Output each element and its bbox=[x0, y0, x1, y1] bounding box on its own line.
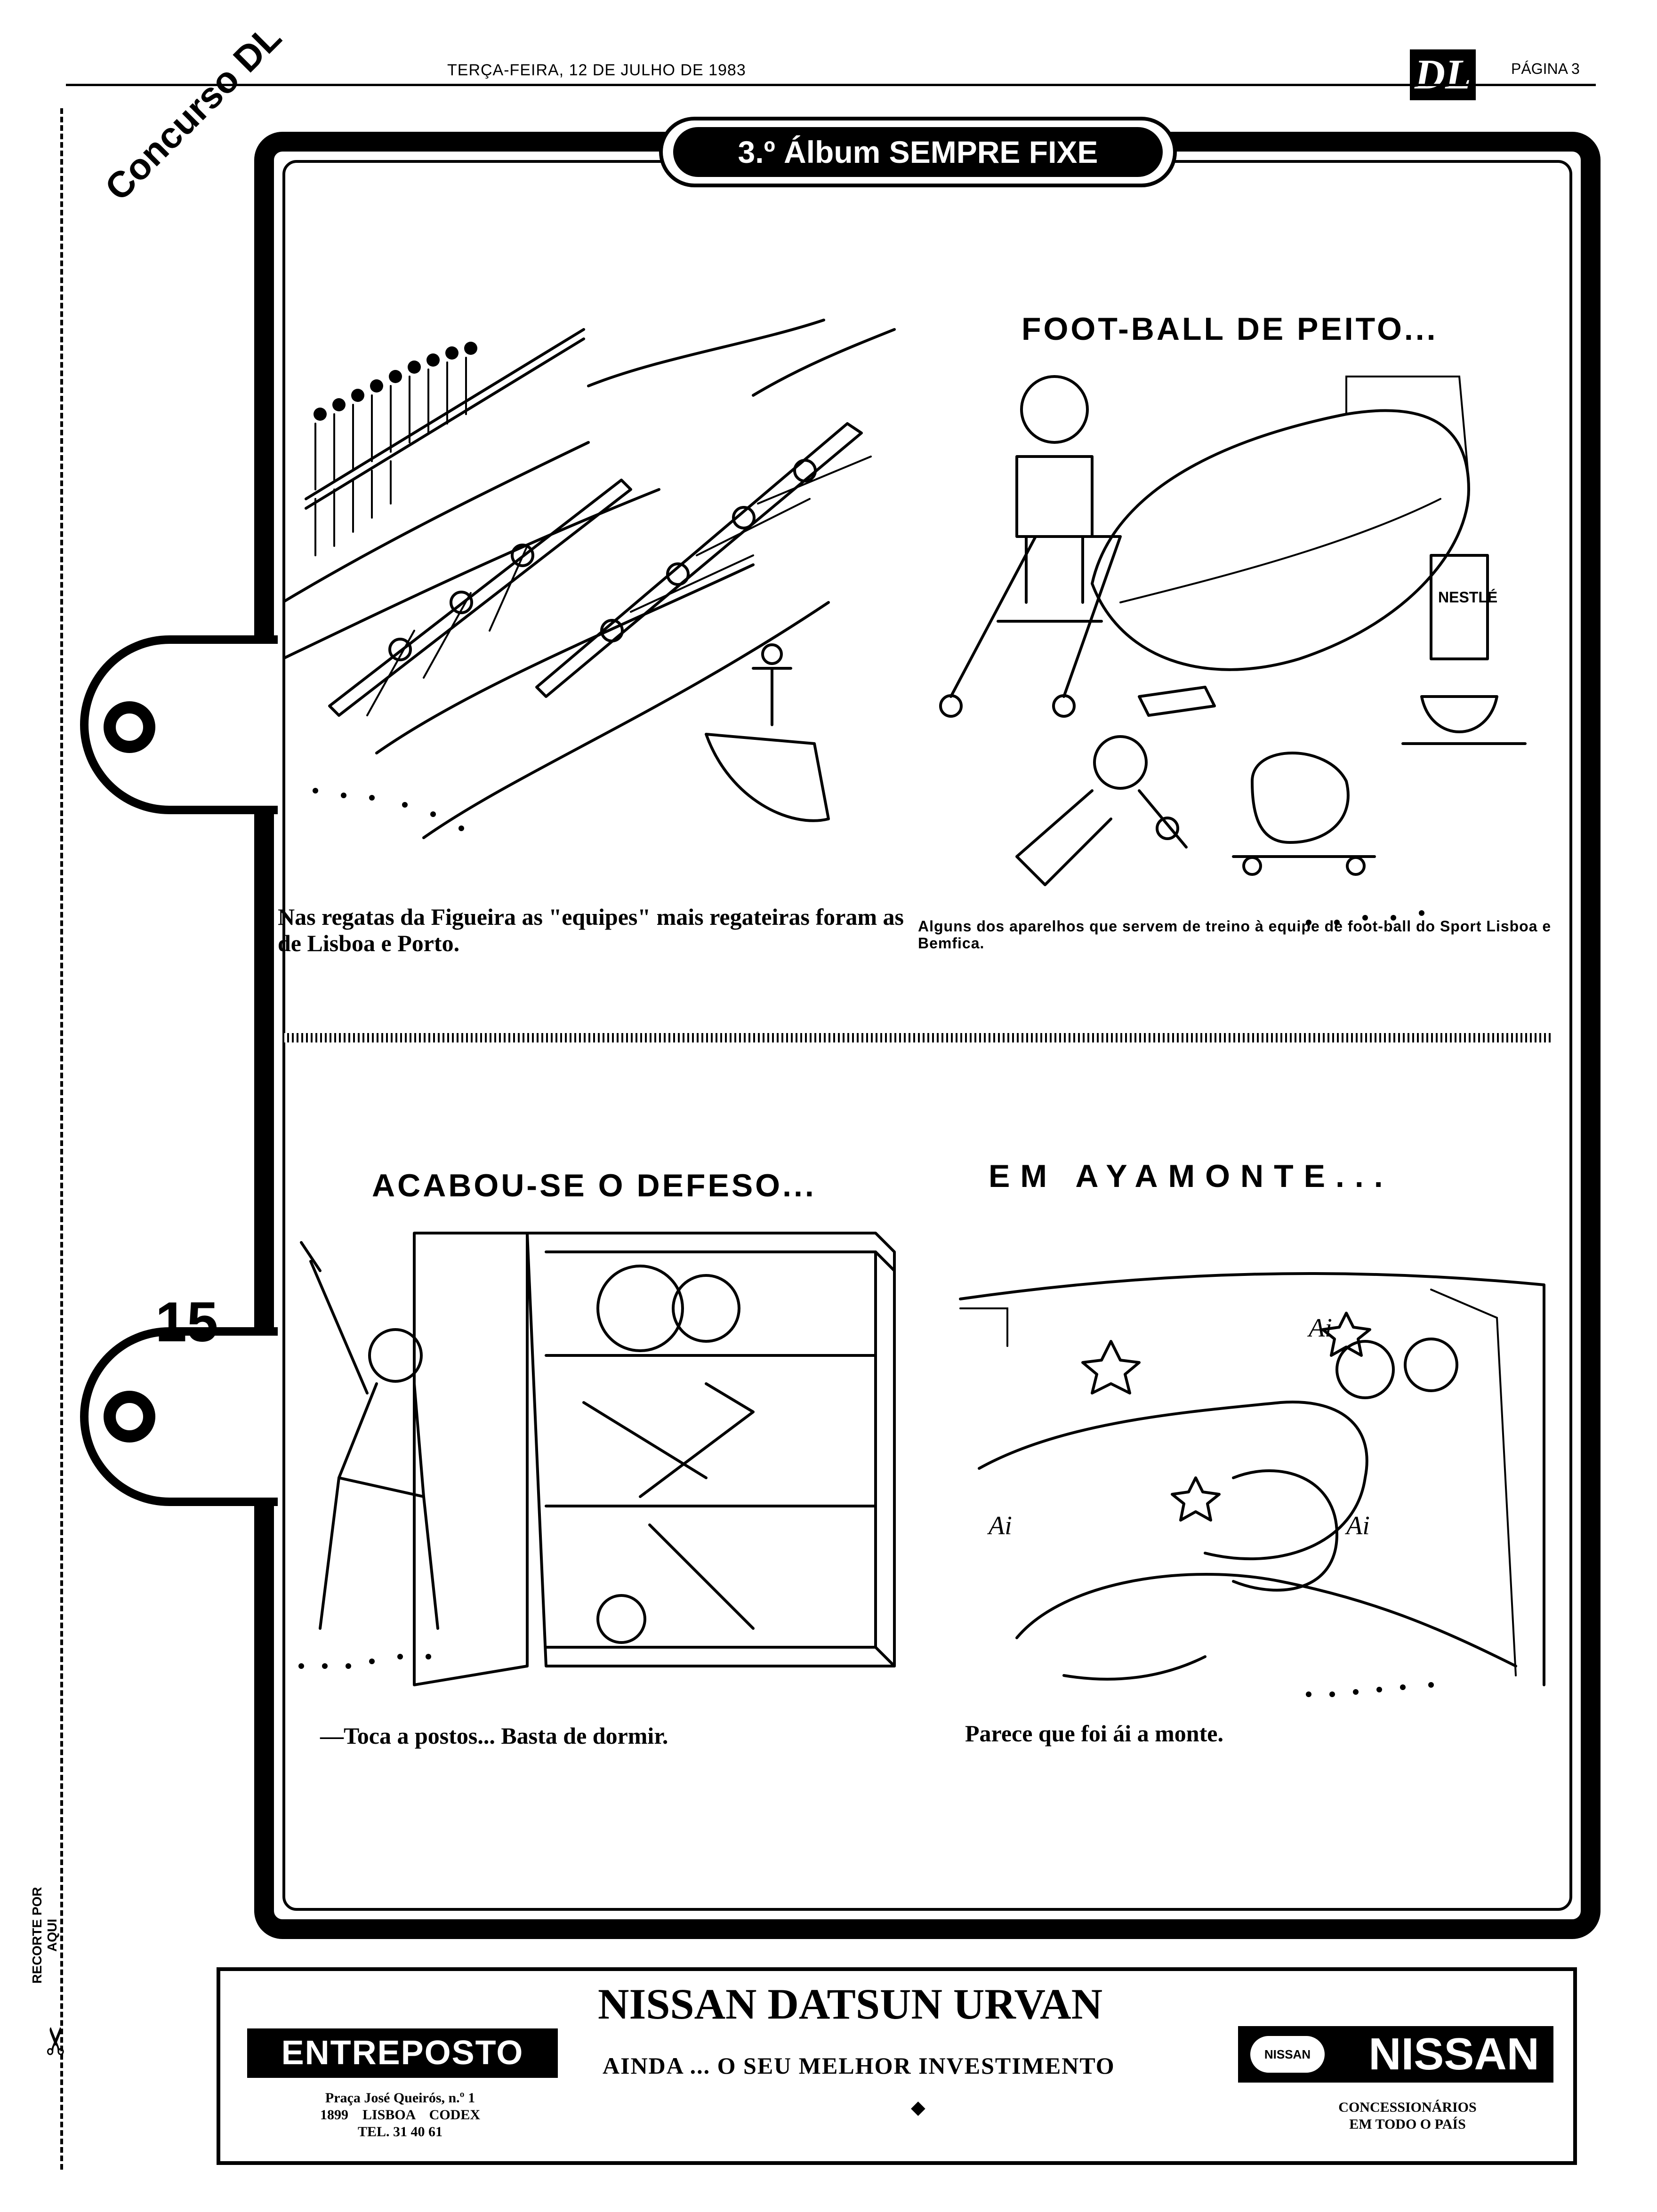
address-line-2: 1899 LISBOA CODEX bbox=[320, 2107, 481, 2123]
address-line-3: TEL. 31 40 61 bbox=[357, 2124, 443, 2140]
diamond-icon: ◆ bbox=[911, 2097, 925, 2118]
ai-exclamation-2: Ai bbox=[987, 1511, 1012, 1540]
binder-hole-top bbox=[104, 701, 155, 753]
advert-tagline: AINDA ... O SEU MELHOR INVESTIMENTO bbox=[603, 2052, 1115, 2079]
advert-headline: NISSAN DATSUN URVAN bbox=[598, 1980, 1103, 2028]
page-date: TERÇA-FEIRA, 12 DE JULHO DE 1983 bbox=[447, 61, 746, 79]
football-illustration: NESTLÉ bbox=[939, 375, 1527, 925]
panel-divider bbox=[282, 1033, 1553, 1042]
binder-hole-bottom bbox=[104, 1391, 155, 1443]
cartoon-defeso bbox=[282, 1214, 932, 1817]
ai-exclamation-1: Ai bbox=[1307, 1314, 1332, 1343]
network-line-2: EM TODO O PAÍS bbox=[1349, 2116, 1466, 2132]
defeso-caption: —Toca a postos... Basta de dormir. bbox=[320, 1723, 668, 1749]
network-line-1: CONCESSIONÁRIOS bbox=[1338, 2100, 1477, 2115]
cartoon-ayamonte: Ai Ai Ai bbox=[923, 1214, 1572, 1817]
address-line-1: Praça José Queirós, n.º 1 bbox=[325, 2090, 475, 2106]
entreposto-address: Praça José Queirós, n.º 1 1899 LISBOA CO… bbox=[264, 2090, 537, 2140]
cartoon-regatta bbox=[281, 301, 932, 904]
nissan-badge: NISSAN bbox=[1247, 2033, 1327, 2076]
nissan-network: CONCESSIONÁRIOS EM TODO O PAÍS bbox=[1299, 2099, 1516, 2133]
regatta-illustration bbox=[281, 319, 896, 839]
footbal-title: FOOT-BALL DE PEITO... bbox=[1022, 311, 1438, 347]
album-title: 3.º Álbum SEMPRE FIXE bbox=[673, 127, 1163, 177]
defeso-illustration bbox=[298, 1232, 896, 1686]
cartoon-football: NESTLÉ bbox=[923, 358, 1572, 960]
ai-exclamation-3: Ai bbox=[1344, 1511, 1370, 1540]
ayamonte-illustration: Ai Ai Ai bbox=[959, 1272, 1545, 1697]
defeso-title: ACABOU-SE O DEFESO... bbox=[372, 1168, 816, 1203]
cut-line bbox=[60, 108, 63, 2170]
ayamonte-title: EM AYAMONTE... bbox=[989, 1158, 1393, 1194]
header-rule bbox=[66, 84, 1596, 86]
nestle-label: NESTLÉ bbox=[1438, 589, 1497, 606]
ayamonte-caption: Parece que foi ái a monte. bbox=[965, 1720, 1223, 1747]
page-number: PÁGINA 3 bbox=[1511, 60, 1580, 77]
scissors-icon: ✂ bbox=[35, 2025, 78, 2057]
football-caption: Alguns dos aparelhos que servem de trein… bbox=[918, 918, 1552, 952]
cut-label: RECORTE POR AQUI bbox=[30, 1887, 59, 1984]
regatta-caption: Nas regatas da Figueira as "equipes" mai… bbox=[278, 904, 904, 956]
dl-logo: DL bbox=[1410, 49, 1476, 100]
cutout-number: 15 bbox=[155, 1290, 218, 1354]
entreposto-logo: ENTREPOSTO bbox=[247, 2028, 558, 2078]
